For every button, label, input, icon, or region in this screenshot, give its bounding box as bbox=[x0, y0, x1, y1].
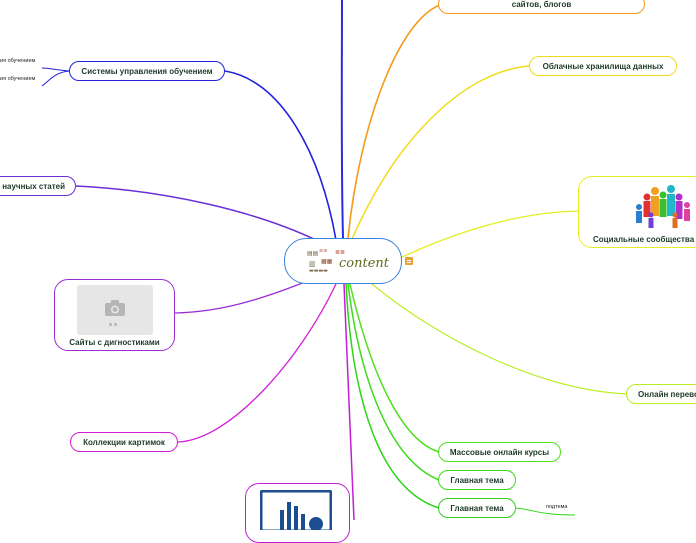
lms-subtopic-2[interactable]: ия обучением bbox=[0, 76, 35, 82]
chart-icon bbox=[260, 490, 332, 530]
image-placeholder bbox=[77, 285, 153, 335]
node-label: Онлайн перево bbox=[638, 390, 696, 399]
lms-subtopic-1[interactable]: ия обучением bbox=[0, 58, 35, 64]
node-label: Коллекции картимок bbox=[83, 438, 165, 447]
central-topic[interactable]: ▤▤ ≡≡ ▥ ▦▦ ≣≣ content ▬▬▬▬ bbox=[284, 238, 402, 284]
node-cloud-storage[interactable]: Облачные хранилища данных bbox=[529, 56, 677, 76]
camera-icon bbox=[103, 297, 127, 321]
node-diagnostics-sites[interactable]: Сайты с дигностиками bbox=[54, 279, 175, 351]
node-label: Массовые онлайн курсы bbox=[450, 448, 549, 457]
node-social-communities[interactable]: Социальные сообщества bbox=[578, 176, 696, 248]
pager-dots bbox=[109, 323, 112, 326]
node-label: сайтов, блогов bbox=[512, 0, 572, 9]
node-label: Системы управления обучением bbox=[81, 67, 212, 76]
node-bottom-image[interactable] bbox=[245, 483, 350, 543]
node-label: Облачные хранилища данных bbox=[543, 62, 664, 71]
subtopic-label[interactable]: подтема bbox=[546, 504, 567, 510]
node-lms[interactable]: Системы управления обучением bbox=[69, 61, 225, 81]
node-sites-blogs[interactable]: сайтов, блогов bbox=[438, 0, 645, 14]
people-icon bbox=[631, 185, 695, 231]
node-image-collections[interactable]: Коллекции картимок bbox=[70, 432, 178, 452]
node-main-topic-2[interactable]: Главная тема bbox=[438, 498, 516, 518]
note-icon[interactable] bbox=[405, 257, 413, 265]
node-label: Социальные сообщества bbox=[593, 235, 696, 244]
node-label: Главная тема bbox=[450, 504, 503, 513]
content-word: content bbox=[339, 256, 389, 271]
content-word-cloud-image: ▤▤ ≡≡ ▥ ▦▦ ≣≣ content ▬▬▬▬ bbox=[305, 248, 381, 274]
node-main-topic-1[interactable]: Главная тема bbox=[438, 470, 516, 490]
node-label: Сайты с дигностиками bbox=[55, 338, 174, 347]
node-scientific-articles[interactable]: научных статей bbox=[0, 176, 76, 196]
node-mooc[interactable]: Массовые онлайн курсы bbox=[438, 442, 561, 462]
node-label: Главная тема bbox=[450, 476, 503, 485]
node-online-translate[interactable]: Онлайн перево bbox=[626, 384, 696, 404]
node-label: научных статей bbox=[2, 182, 65, 191]
